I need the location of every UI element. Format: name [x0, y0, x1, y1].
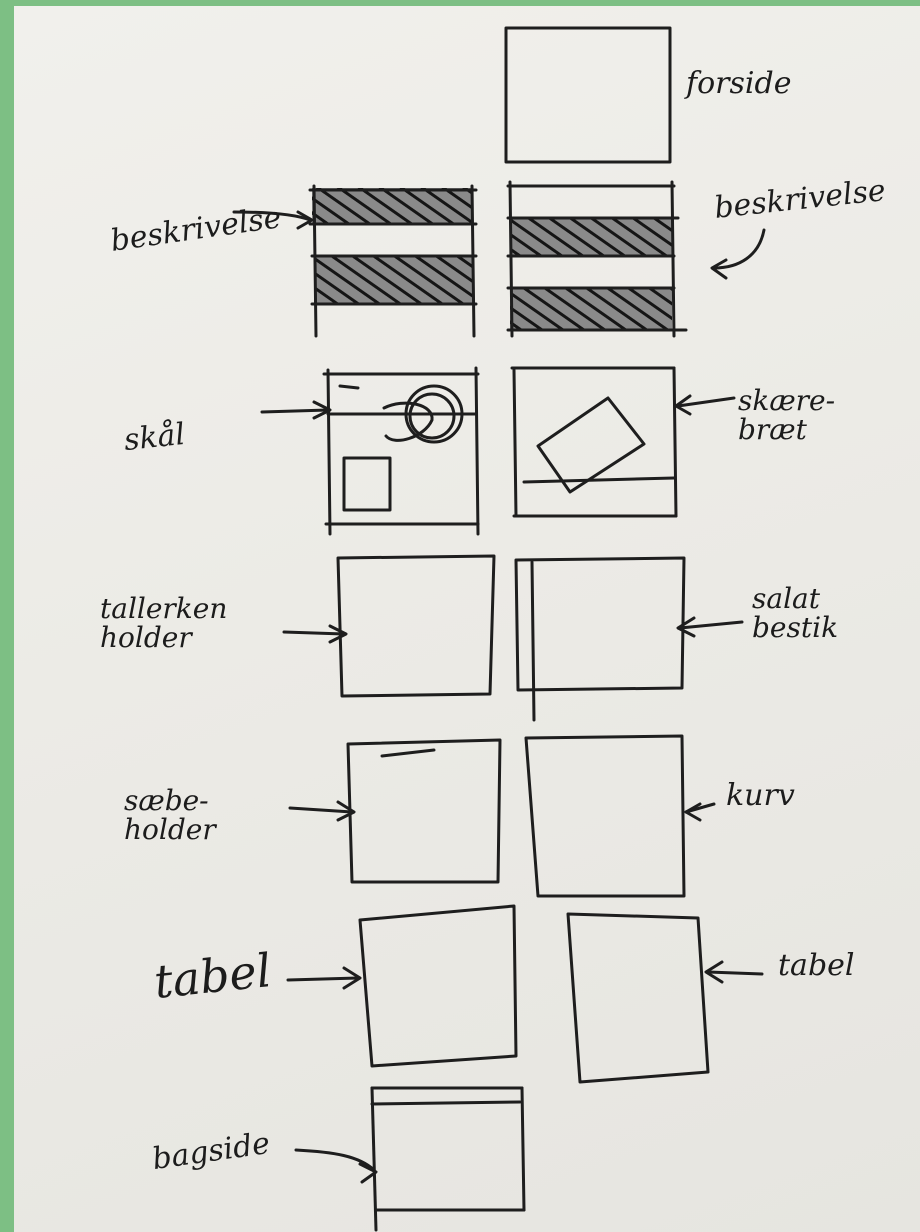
arrow-tallerkenholder	[284, 626, 346, 642]
arrow-tabel-right	[706, 962, 762, 982]
page-salatbestik	[516, 558, 684, 720]
page-saebeholder	[348, 740, 500, 882]
label-tallerkenholder: tallerken holder	[100, 594, 227, 653]
page-skaerebraet	[512, 368, 676, 516]
label-skaal: skål	[123, 419, 187, 457]
page-forside	[506, 28, 670, 162]
page-beskrivelse-left	[310, 186, 476, 336]
page-kurv	[526, 736, 684, 896]
arrow-kurv	[686, 804, 714, 820]
arrow-skaerebraet	[676, 396, 734, 414]
label-forside: forside	[686, 68, 791, 100]
label-tabel-left: tabel	[152, 946, 274, 1006]
label-saebeholder: sæbe- holder	[124, 786, 216, 845]
page-tabel-right	[568, 914, 708, 1082]
arrow-beskrivelse-right	[712, 230, 764, 278]
arrow-bagside	[296, 1150, 376, 1182]
page-tabel-left	[360, 906, 516, 1066]
arrow-salatbestik	[678, 618, 742, 636]
label-tabel-right: tabel	[778, 950, 855, 982]
page-bagside	[372, 1088, 524, 1230]
label-skaerebraet: skære- bræt	[738, 386, 835, 445]
arrow-skaal	[262, 402, 330, 418]
label-kurv: kurv	[726, 780, 795, 812]
page-tallerkenholder	[338, 556, 494, 696]
sketch-paper: forside beskrivelse beskrivelse skål skæ…	[14, 6, 920, 1232]
page-beskrivelse-right	[508, 182, 686, 336]
arrow-tabel-left	[288, 968, 360, 988]
page-skaal	[324, 368, 478, 534]
arrow-saebeholder	[290, 802, 354, 820]
label-salatbestik: salat bestik	[752, 584, 838, 643]
